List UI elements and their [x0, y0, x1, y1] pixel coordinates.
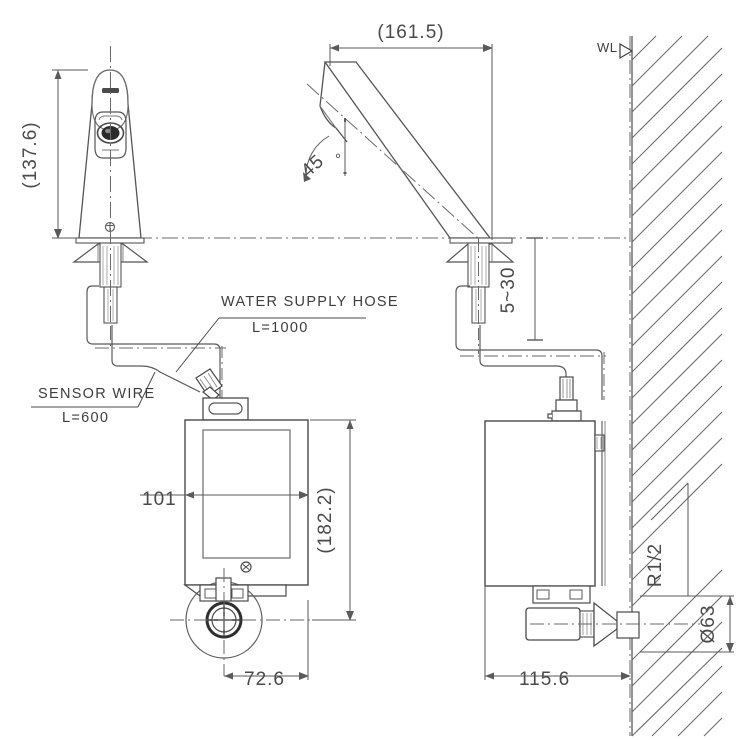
side-view-hoses: [455, 285, 603, 400]
dim-spout-reach-label: (161.5): [377, 22, 444, 43]
spout-axis-centerline: [306, 83, 501, 259]
dim-wall-to-front-label: 115.6: [519, 669, 570, 690]
dim-valve-offset: 72.6: [224, 600, 309, 690]
control-box-side: [484, 410, 700, 648]
thread-hatch: [102, 246, 119, 285]
sensor-wire-label: SENSOR WIRE: [38, 386, 155, 402]
sensor-connector-plug: [195, 368, 223, 401]
side-bracket-tab: [594, 434, 605, 452]
cap-slot-icon: [208, 402, 243, 415]
dim-thread-size: R1/2: [645, 482, 689, 596]
side-sensor-wire-path: [479, 325, 567, 392]
dim-box-height: (182.2): [310, 419, 356, 621]
sensor-eye-outer: [96, 122, 125, 144]
cover-screw-icon: [240, 561, 252, 573]
control-box-cover-panel: [202, 429, 291, 559]
sensor-wire-path: [111, 325, 201, 393]
dim-deck-thickness-label: 5~30: [498, 267, 519, 314]
dim-faucet-height: (137.6): [20, 69, 88, 239]
dim-angle-unit: °: [335, 151, 342, 168]
side-view-faucet: [303, 61, 515, 340]
angle-arc: [305, 135, 330, 177]
side-box-top-cap: [551, 410, 582, 422]
side-control-box-body: [484, 420, 596, 587]
front-view-faucet: [72, 46, 149, 340]
sensor-wire-length: L=600: [62, 410, 109, 426]
wl-triangle-icon: [619, 42, 634, 60]
water-supply-hose-label: WATER SUPPLY HOSE: [221, 294, 399, 310]
dim-flange-diameter: Ø63: [640, 595, 734, 653]
front-view-hoses: [86, 285, 221, 402]
wl-label: WL: [597, 40, 618, 55]
side-deck-plate: [449, 237, 513, 244]
indicator-slot-icon: [102, 88, 119, 93]
water-supply-hose-annotation: WATER SUPPLY HOSE L=1000: [175, 294, 399, 373]
dim-box-width: 101: [140, 489, 309, 510]
faucet-head-cap: [91, 69, 129, 131]
dim-valve-offset-label: 72.6: [244, 669, 285, 690]
side-water-hose-path: [455, 285, 603, 400]
sensor-wire-annotation: SENSOR WIRE L=600: [31, 371, 156, 426]
dim-wall-to-front: 115.6: [484, 586, 631, 690]
side-connector-plug: [555, 376, 578, 412]
water-level-mark: WL: [597, 40, 634, 60]
water-supply-hose-length: L=1000: [252, 320, 309, 336]
wall-hatching: [631, 35, 723, 737]
sensor-window-frame: [94, 111, 127, 159]
wall-inlet-elbow: [616, 611, 640, 639]
dim-faucet-height-label: (137.6): [20, 121, 41, 188]
dim-flange-diameter-label: Ø63: [698, 605, 719, 644]
dim-thread-size-label: R1/2: [645, 543, 666, 587]
dim-box-height-label: (182.2): [315, 486, 336, 553]
water-supply-hose-path: [86, 285, 221, 402]
dim-spout-reach: (161.5): [329, 22, 493, 240]
dim-box-width-label: 101: [142, 489, 177, 510]
dim-deck-thickness: 5~30: [498, 237, 543, 341]
